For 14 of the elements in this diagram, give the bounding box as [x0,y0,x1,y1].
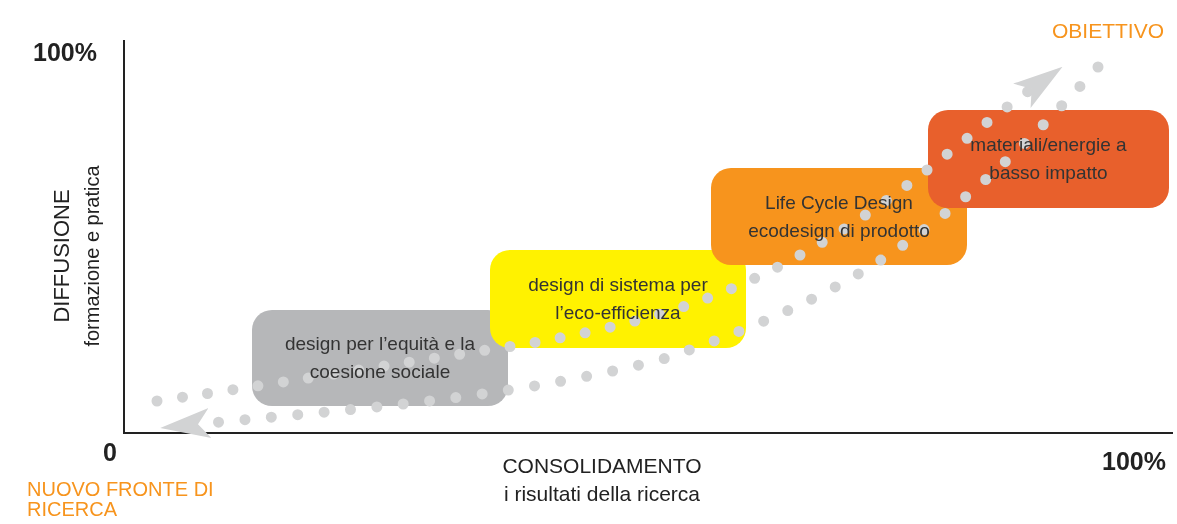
axis-subtitle: formazione e pratica [82,165,102,347]
axis-tick-label: 100% [1102,449,1166,474]
axis-tick-label: 100% [33,40,97,65]
goal-label: OBIETTIVO [1052,20,1164,41]
process-box [928,110,1169,208]
start-label: NUOVO FRONTE DI RICERCA [27,479,215,519]
axis-title: CONSOLIDAMENTO [502,455,702,476]
process-box [490,250,746,348]
box-text: design per l’equità e la coesione sociale [283,332,477,384]
process-box [252,310,508,406]
axis-subtitle: i risultati della ricerca [503,483,701,504]
process-box [711,168,967,265]
axis-title: DIFFUSIONE [51,189,73,323]
axis-tick-label: 0 [103,440,117,465]
